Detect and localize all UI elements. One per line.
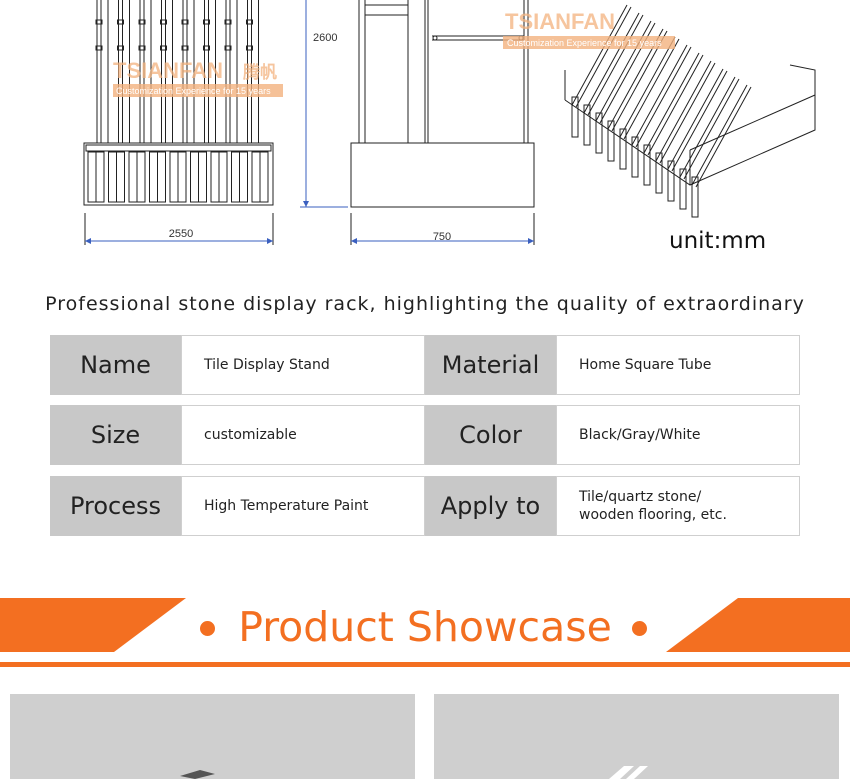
spec-row-size-color: Size customizable Color Black/Gray/White [50,405,800,465]
isometric-watermark: TSIANFAN Customization Experience for 15… [503,9,675,49]
spec-label-name: Name [50,335,181,395]
showcase-title: Product Showcase [238,603,612,651]
spec-value-material: Home Square Tube [556,335,800,395]
front-watermark: TSIANFAN 腾帆 Customization Experience for… [113,58,283,97]
showcase-photo-2 [434,694,839,779]
photo-1-content [180,770,215,779]
showcase-photo-1 [10,694,415,779]
height-dimension-line [300,0,348,208]
banner-right-shape [666,598,850,652]
spec-label-color: Color [425,405,556,465]
spec-label-size: Size [50,405,181,465]
product-tagline: Professional stone display rack, highlig… [45,293,805,315]
front-view-drawing [83,0,274,245]
technical-drawings: 2550 TSIANFAN 腾帆 Customization Experienc… [83,0,816,245]
spec-value-apply-to: Tile/quartz stone/ wooden flooring, etc. [556,476,800,536]
front-width-dimension: 2550 [169,228,193,240]
spec-value-apply-to-line2: wooden flooring, etc. [579,507,727,523]
spec-value-name: Tile Display Stand [181,335,425,395]
spec-label-material: Material [425,335,556,395]
side-view-drawing [350,0,535,245]
spec-value-color: Black/Gray/White [556,405,800,465]
watermark-tagline-2: Customization Experience for 15 years [507,38,662,48]
watermark-brand-2: TSIANFAN [505,9,615,34]
spec-value-process: High Temperature Paint [181,476,425,536]
spec-label-apply-to: Apply to [425,476,556,536]
showcase-banner [0,598,850,667]
banner-dot-right [632,621,647,636]
height-dimension: 2600 [313,32,337,44]
banner-underline [0,662,850,667]
watermark-tagline: Customization Experience for 15 years [116,86,271,96]
spec-value-apply-to-line1: Tile/quartz stone/ [579,489,702,505]
side-width-dimension: 750 [433,231,451,243]
spec-row-name-material: Name Tile Display Stand Material Home Sq… [50,335,800,395]
watermark-brand: TSIANFAN [113,58,223,83]
spec-row-process-apply: Process High Temperature Paint Apply to … [50,476,800,536]
spec-value-size: customizable [181,405,425,465]
unit-label: unit:mm [669,228,767,254]
banner-dot-left [200,621,215,636]
watermark-brand-cn: 腾帆 [243,62,277,82]
spec-label-process: Process [50,476,181,536]
photo-2-content [609,766,648,779]
banner-left-shape [0,598,186,652]
